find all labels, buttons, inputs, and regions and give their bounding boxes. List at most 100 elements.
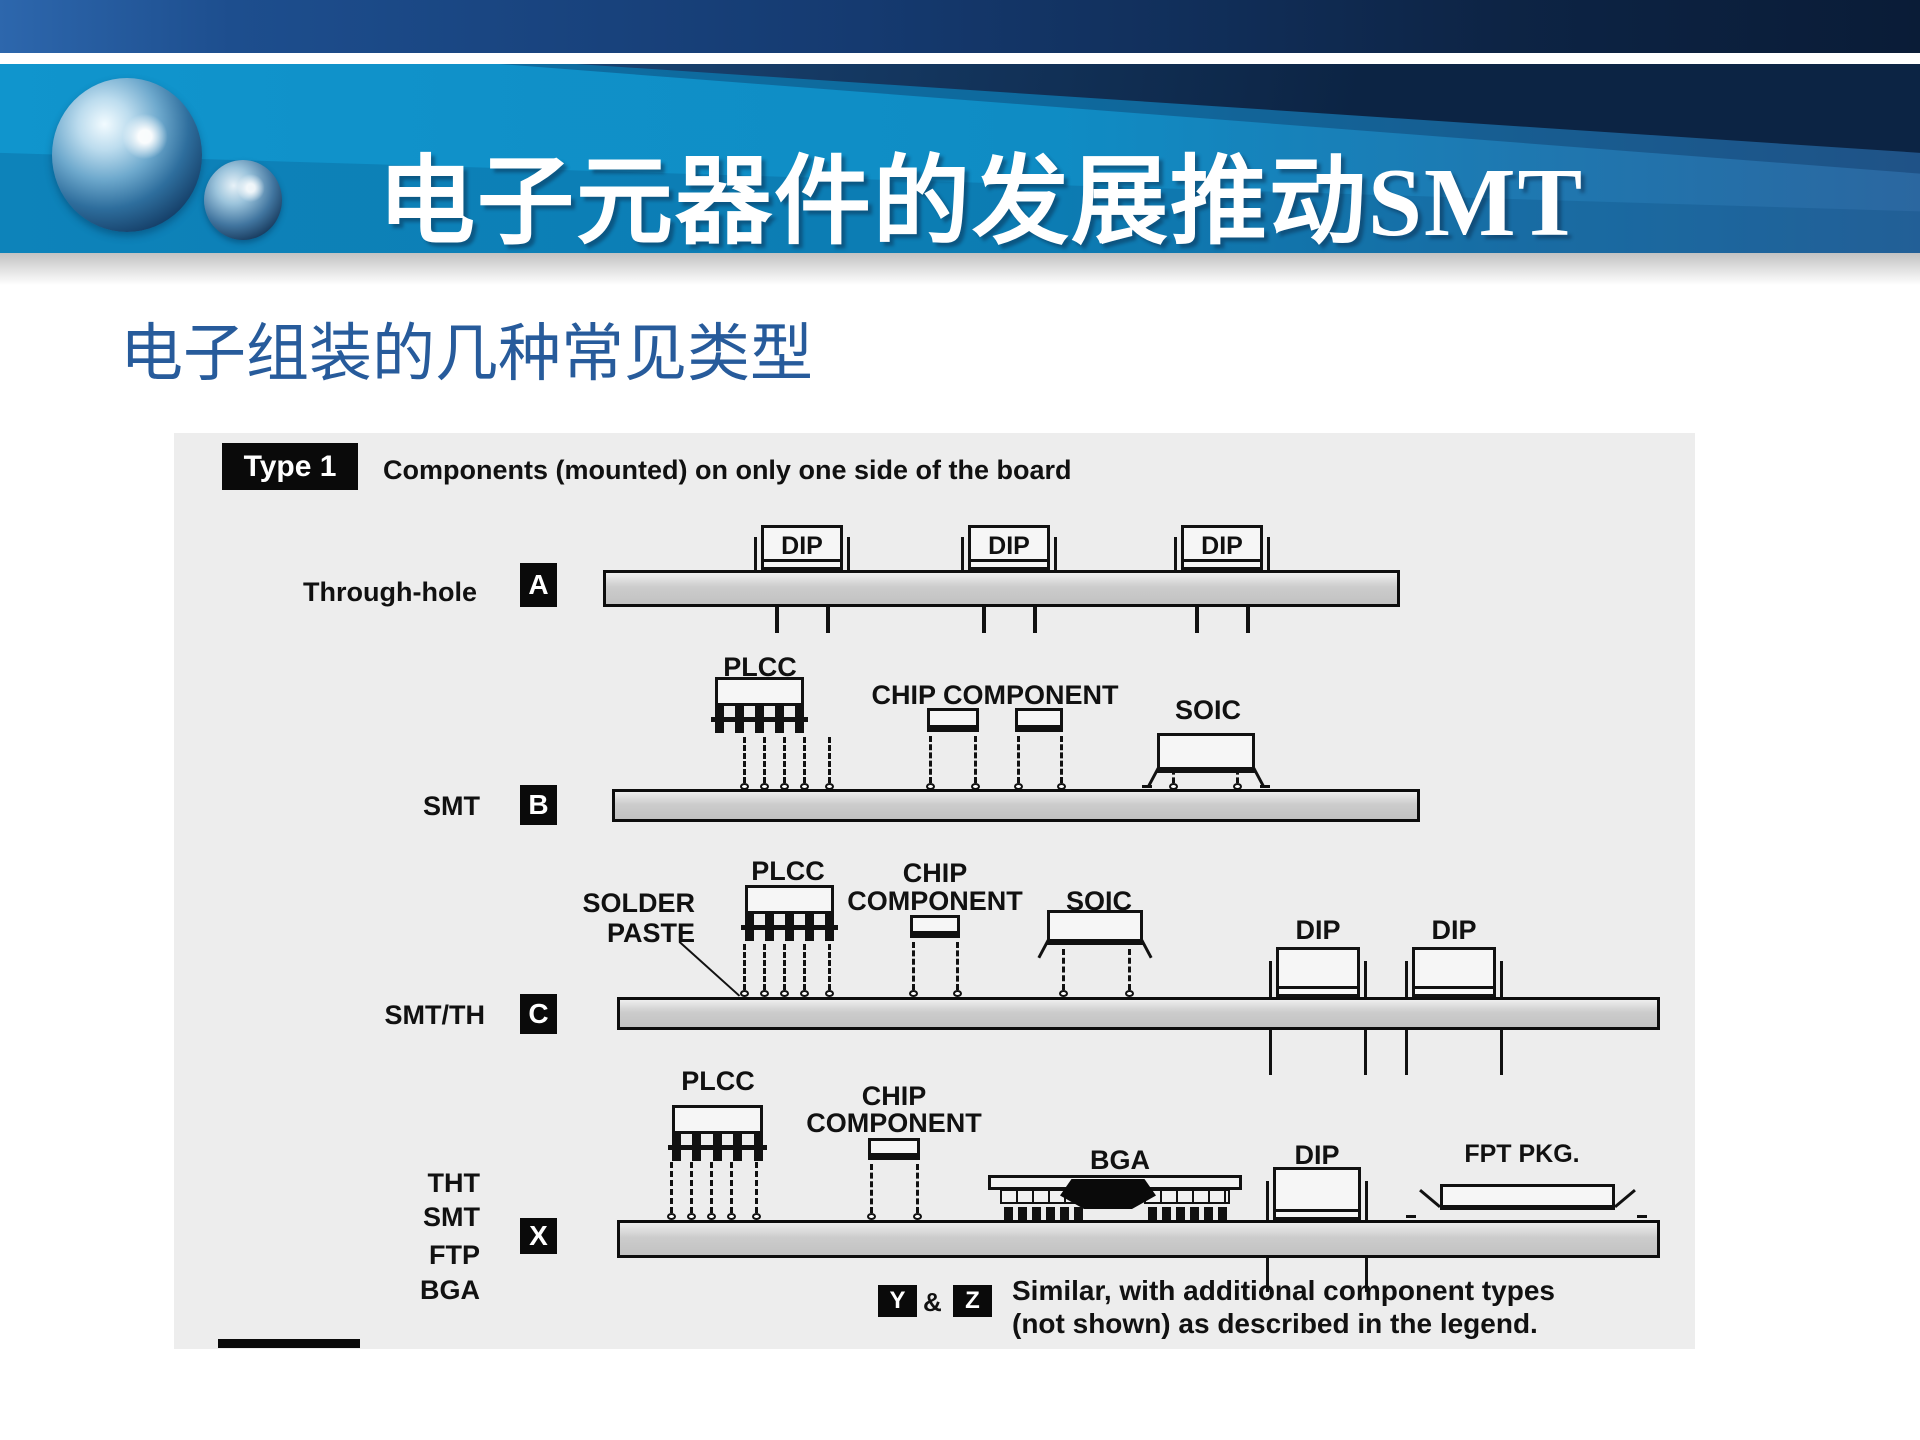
dip-lead bbox=[1033, 607, 1037, 633]
ampersand: & bbox=[923, 1287, 942, 1317]
solder-dash bbox=[730, 1162, 733, 1213]
solder-dash bbox=[1062, 949, 1065, 990]
solder-dash bbox=[956, 942, 959, 990]
dip-label: DIP bbox=[1431, 915, 1477, 945]
soic-package bbox=[1047, 910, 1143, 945]
chip-component bbox=[927, 708, 979, 732]
solder-dash bbox=[690, 1162, 693, 1213]
solder-dash bbox=[670, 1162, 673, 1213]
solder-dash bbox=[755, 1162, 758, 1213]
soic-lead bbox=[1260, 785, 1270, 788]
dip-package bbox=[1276, 947, 1360, 997]
fpt-lead bbox=[1614, 1188, 1636, 1209]
solder-dash bbox=[783, 737, 786, 783]
fpt-lead bbox=[1406, 1215, 1416, 1218]
row-x-label-smt: SMT bbox=[423, 1202, 480, 1232]
bga-label: BGA bbox=[1090, 1145, 1150, 1175]
dip-package bbox=[1273, 1167, 1361, 1220]
plcc-package bbox=[741, 885, 838, 941]
board-a bbox=[603, 570, 1400, 607]
solder-dash bbox=[1060, 736, 1063, 783]
solder-dash bbox=[1236, 769, 1239, 783]
row-c-label: SMT/TH bbox=[384, 1000, 486, 1030]
solder-pad bbox=[667, 1213, 676, 1220]
solder-pad bbox=[760, 990, 769, 997]
bga-die bbox=[1060, 1179, 1156, 1209]
solder-dash bbox=[783, 944, 786, 990]
solder-pad bbox=[1125, 990, 1134, 997]
figure-caption: Components (mounted) on only one side of… bbox=[383, 455, 1072, 485]
plcc-label: PLCC bbox=[751, 856, 825, 886]
dip-lead bbox=[775, 607, 779, 633]
solder-dash bbox=[743, 944, 746, 990]
soic-lead bbox=[1140, 939, 1153, 959]
soic-lead bbox=[1252, 767, 1265, 787]
row-b-label: SMT bbox=[423, 791, 480, 821]
dip-label: DIP bbox=[1294, 1140, 1340, 1170]
tag-z: Z bbox=[953, 1285, 992, 1317]
tag-y: Y bbox=[878, 1285, 917, 1317]
chip-label-line1: CHIP bbox=[902, 858, 968, 888]
plcc-package bbox=[668, 1105, 767, 1161]
dip-package: DIP bbox=[761, 525, 843, 570]
dip-lead bbox=[1174, 537, 1177, 570]
row-a-tag: A bbox=[520, 563, 557, 607]
solder-paste-leader-line bbox=[678, 941, 741, 997]
dip-lead bbox=[1267, 537, 1270, 570]
fpt-label: FPT PKG. bbox=[1464, 1140, 1580, 1168]
solder-paste-label-line1: SOLDER bbox=[582, 888, 695, 918]
solder-dash bbox=[763, 944, 766, 990]
solder-dash bbox=[1017, 736, 1020, 783]
dip-package bbox=[1412, 947, 1496, 997]
header-divider bbox=[0, 53, 1920, 64]
solder-pad bbox=[913, 1213, 922, 1220]
fpt-package bbox=[1440, 1184, 1615, 1210]
solder-pad bbox=[825, 990, 834, 997]
soic-label: SOIC bbox=[1174, 695, 1241, 725]
dip-lead bbox=[1054, 537, 1057, 570]
chip-component bbox=[868, 1138, 920, 1160]
solder-pad bbox=[953, 990, 962, 997]
row-x-label-bga: BGA bbox=[420, 1275, 480, 1305]
chip-component-label: CHIP COMPONENT bbox=[871, 680, 1119, 710]
chip-label-line2: COMPONENT bbox=[806, 1108, 982, 1138]
assembly-types-figure: Type 1 Components (mounted) on only one … bbox=[174, 433, 1695, 1349]
solder-pad bbox=[800, 990, 809, 997]
solder-pad bbox=[687, 1213, 696, 1220]
row-x-tag: X bbox=[520, 1218, 557, 1254]
plcc-package bbox=[711, 677, 808, 733]
solder-pad bbox=[1059, 990, 1068, 997]
solder-pad bbox=[867, 1213, 876, 1220]
solder-pad bbox=[740, 990, 749, 997]
soic-lead bbox=[1037, 939, 1050, 959]
fpt-lead bbox=[1419, 1188, 1441, 1209]
row-b-tag: B bbox=[520, 785, 557, 825]
solder-dash bbox=[1172, 769, 1175, 783]
type1-badge: Type 1 bbox=[222, 443, 358, 490]
dip-label: DIP bbox=[1295, 915, 1341, 945]
bga-balls bbox=[1148, 1207, 1228, 1220]
slide-subtitle: 电子组装的几种常见类型 bbox=[120, 319, 813, 389]
header-band: 电子元器件的发展推动SMT bbox=[0, 64, 1920, 253]
chip-component bbox=[1015, 708, 1063, 732]
solder-dash bbox=[929, 736, 932, 783]
dip-package: DIP bbox=[968, 525, 1050, 570]
row-c-tag: C bbox=[520, 994, 557, 1034]
dip-lead bbox=[826, 607, 830, 633]
logo-sphere-large bbox=[52, 78, 202, 232]
solder-dash bbox=[870, 1164, 873, 1213]
yz-note-line2: (not shown) as described in the legend. bbox=[1012, 1308, 1538, 1339]
solder-paste-label-line2: PASTE bbox=[606, 918, 695, 948]
row-a-label: Through-hole bbox=[303, 577, 477, 607]
solder-dash bbox=[1128, 949, 1131, 990]
solder-pad bbox=[909, 990, 918, 997]
row-x-label-tht: THT bbox=[427, 1168, 480, 1198]
solder-dash bbox=[828, 944, 831, 990]
solder-dash bbox=[828, 737, 831, 783]
solder-dash bbox=[912, 942, 915, 990]
solder-dash bbox=[710, 1162, 713, 1213]
solder-pad bbox=[727, 1213, 736, 1220]
board-b bbox=[612, 789, 1420, 822]
soic-lead bbox=[1142, 785, 1152, 788]
solder-dash bbox=[803, 944, 806, 990]
